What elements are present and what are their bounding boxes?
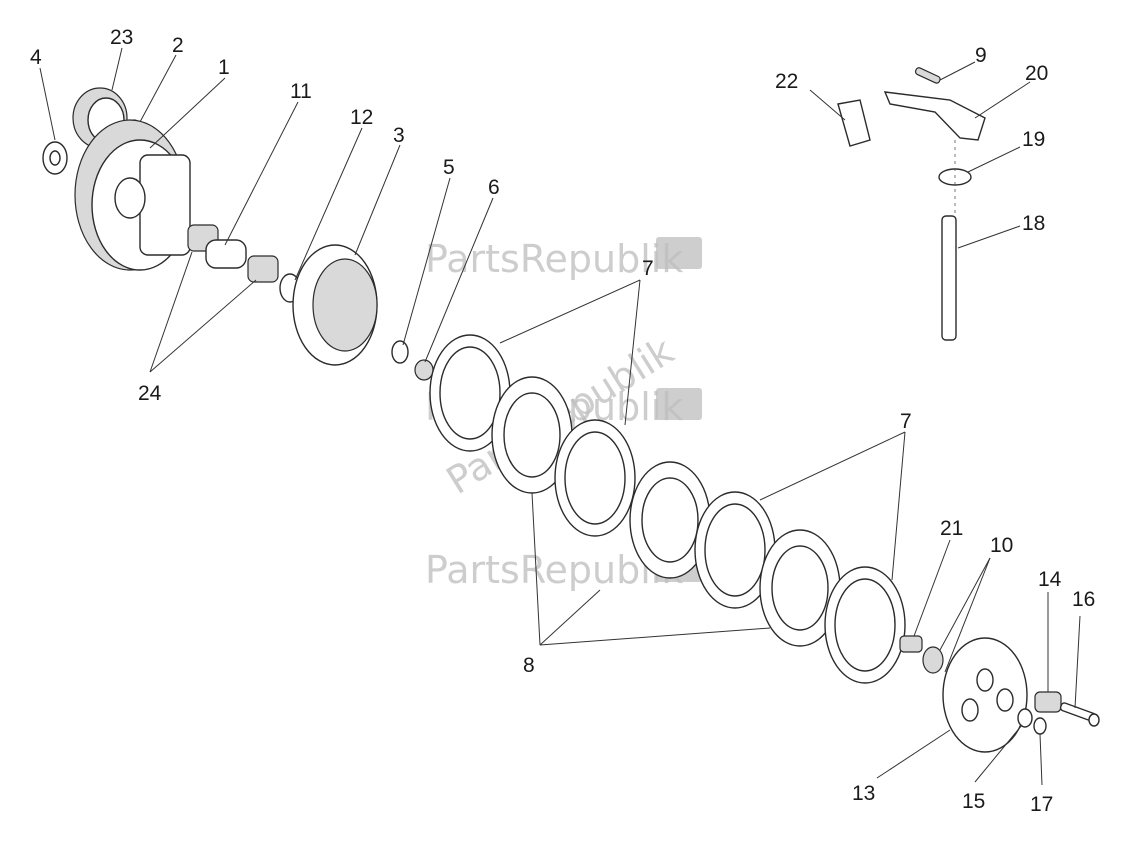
- part-14-spring: [1034, 691, 1062, 713]
- part-9-bolt: [914, 67, 941, 84]
- callout-23: 23: [110, 26, 133, 49]
- part-20-release-lever: [883, 91, 986, 141]
- part-6-nut: [414, 359, 434, 381]
- part-7-friction-plate-1: [429, 334, 511, 452]
- callout-18: 18: [1022, 212, 1045, 235]
- part-15-washer: [1017, 708, 1033, 728]
- part-5-washer: [391, 340, 409, 364]
- watermark-top: PartsRepublik: [425, 237, 702, 281]
- callout-5: 5: [443, 156, 455, 179]
- callout-7-top: 7: [642, 257, 654, 280]
- part-8-steel-plate-3: [759, 529, 841, 647]
- callout-3: 3: [393, 124, 405, 147]
- part-3-clutch-hub: [292, 244, 378, 366]
- part-7-friction-plate-4: [824, 566, 906, 684]
- part-21-pushrod-piece: [899, 635, 923, 653]
- callout-19: 19: [1022, 128, 1045, 151]
- callout-11: 11: [290, 80, 312, 103]
- callout-20: 20: [1025, 62, 1048, 85]
- callout-8: 8: [523, 654, 535, 677]
- callout-12: 12: [350, 106, 373, 129]
- part-18-release-shaft: [941, 215, 957, 341]
- part-13-pressure-plate: [942, 637, 1028, 753]
- part-4-washer: [42, 141, 68, 175]
- callout-7-right: 7: [900, 410, 912, 433]
- part-24-needle-bearing-b: [247, 255, 279, 283]
- callout-6: 6: [488, 176, 500, 199]
- part-11-bushing: [205, 239, 247, 269]
- part-1-clutch-housing: [74, 119, 191, 271]
- part-7-friction-plate-3: [694, 491, 776, 609]
- part-16-bolt: [1059, 702, 1100, 727]
- callout-9: 9: [975, 44, 987, 67]
- callout-1: 1: [218, 56, 230, 79]
- callout-2: 2: [172, 34, 184, 57]
- leader-lines: [39, 47, 1081, 786]
- part-10-bearing: [922, 646, 944, 674]
- callout-4: 4: [30, 46, 42, 69]
- callout-10: 10: [990, 534, 1013, 557]
- callout-15: 15: [962, 790, 985, 813]
- part-7-friction-plate-2: [554, 419, 636, 537]
- callout-21: 21: [940, 517, 963, 540]
- callout-13: 13: [852, 782, 875, 805]
- callout-16: 16: [1072, 588, 1095, 611]
- part-22-plate: [837, 99, 871, 147]
- callout-24: 24: [138, 382, 162, 405]
- part-17-washer: [1033, 717, 1047, 735]
- callout-17: 17: [1030, 793, 1053, 816]
- callout-14: 14: [1038, 568, 1062, 591]
- part-8-steel-plate-2: [629, 461, 711, 579]
- callout-22: 22: [775, 70, 798, 93]
